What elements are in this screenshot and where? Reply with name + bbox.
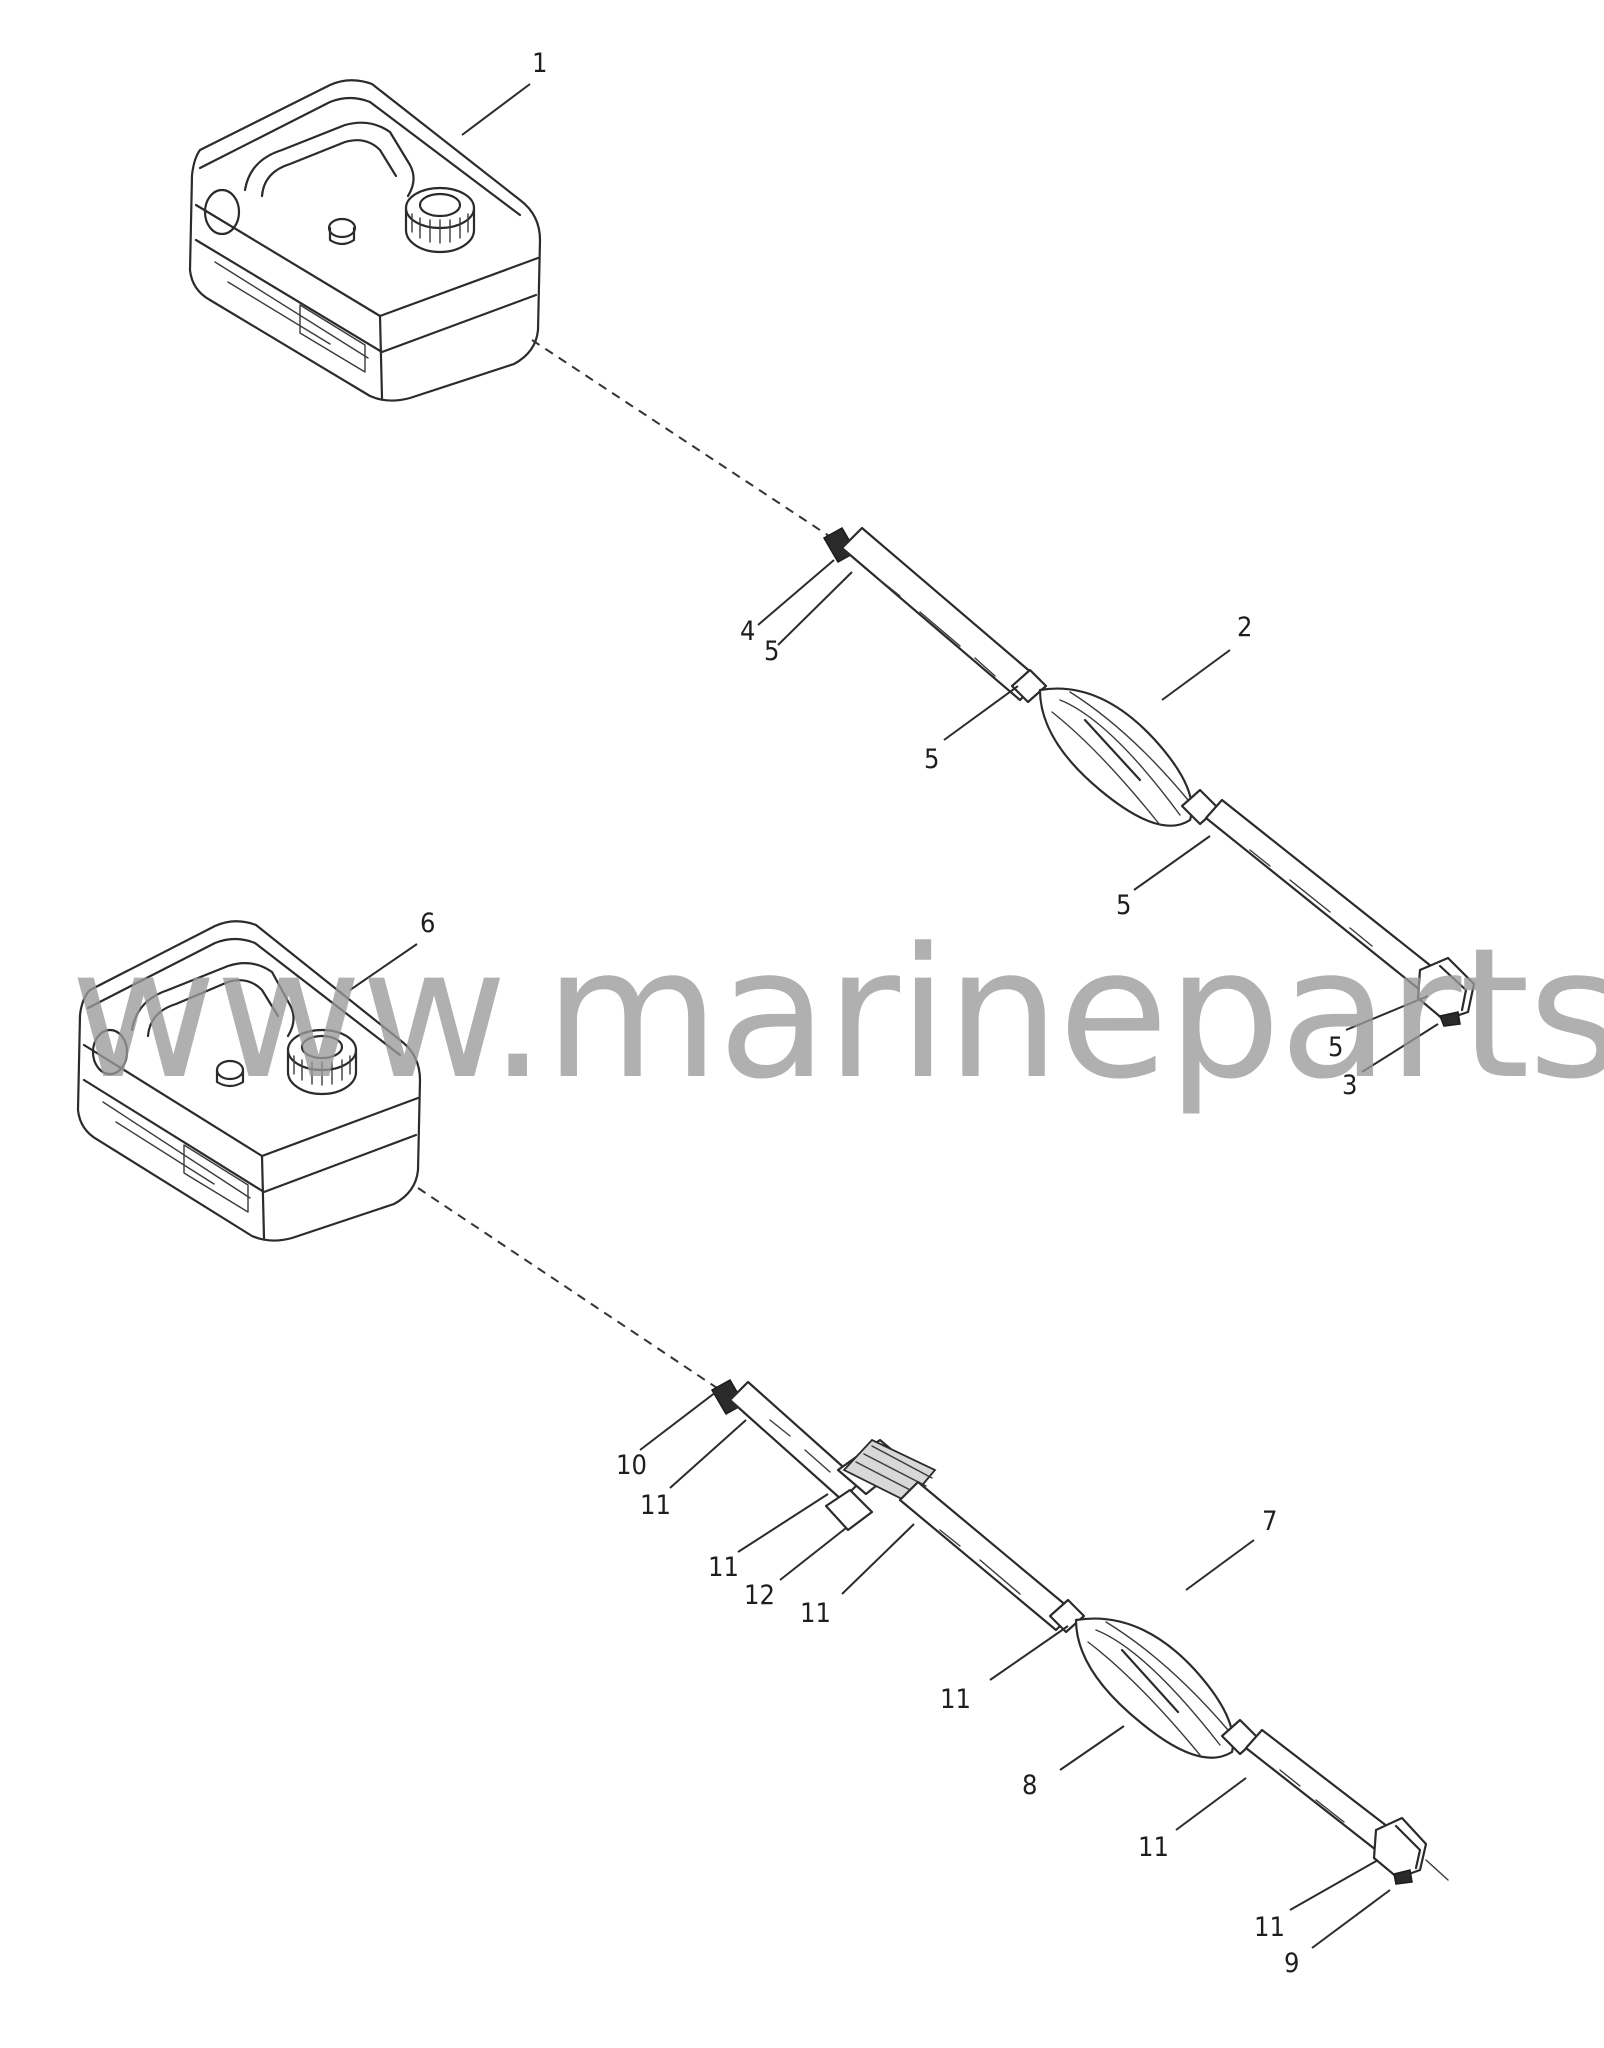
callout-6: 6	[420, 908, 435, 939]
callout-4: 4	[740, 616, 755, 647]
callout-11c: 11	[800, 1598, 831, 1629]
callout-numbers: 1 2 4 5 5 5 5 3 6 7 10 11 11 12 11 11 8 …	[420, 48, 1357, 1979]
watermark-text: www.marineparts.eu	[70, 910, 1604, 1119]
dashed-line-1	[531, 339, 833, 539]
fuel-tank-2	[76, 920, 422, 1242]
callout-7: 7	[1262, 1506, 1277, 1537]
callout-11e: 11	[1138, 1832, 1169, 1863]
callout-5a: 5	[764, 636, 779, 667]
callout-11d: 11	[940, 1684, 971, 1715]
callout-5c: 5	[1116, 890, 1131, 921]
dashed-line-2	[417, 1187, 721, 1391]
callout-11f: 11	[1254, 1912, 1285, 1943]
callout-11a: 11	[640, 1490, 671, 1521]
fuel-line-assembly-2	[710, 1378, 1449, 1885]
leader-lines	[349, 83, 1439, 1949]
callout-8: 8	[1022, 1770, 1037, 1801]
callout-11b: 11	[708, 1552, 739, 1583]
callout-10: 10	[616, 1450, 647, 1481]
callout-1: 1	[532, 48, 547, 79]
callout-12: 12	[744, 1580, 775, 1611]
fuel-line-assembly-1	[822, 526, 1476, 1027]
fuel-tank-1	[188, 79, 542, 402]
callout-9: 9	[1284, 1948, 1299, 1979]
callout-5d: 5	[1328, 1032, 1343, 1063]
callout-3: 3	[1342, 1070, 1357, 1101]
callout-2: 2	[1237, 612, 1252, 643]
callout-5b: 5	[924, 744, 939, 775]
